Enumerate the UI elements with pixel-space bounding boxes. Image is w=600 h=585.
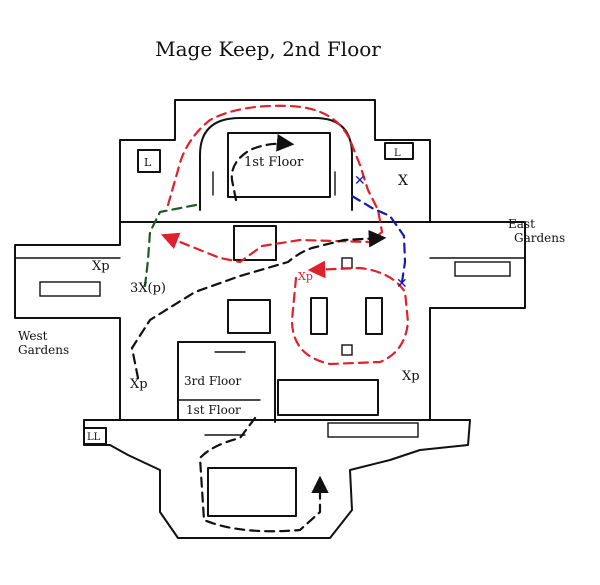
label-lift-bottom-left: LL (87, 432, 101, 443)
label-xp-right: Xp (402, 369, 420, 384)
map-title: Mage Keep, 2nd Floor (155, 37, 381, 61)
west-bench (39, 281, 101, 297)
label-xp-center: Xp (298, 270, 313, 283)
label-first-floor-bottom: 1st Floor (186, 403, 241, 417)
red-route (160, 104, 384, 264)
stair-room-3rd-1st (177, 341, 276, 423)
top-arch (199, 117, 353, 211)
label-blue-x-right: ✕ (396, 276, 408, 292)
label-xp-three: 3X(p) (130, 281, 166, 296)
lift-top-right-box (384, 142, 414, 160)
bottom-right-bench (327, 422, 419, 438)
label-lift-top-right: L (394, 148, 401, 159)
central-room (227, 299, 271, 334)
label-first-floor-top: 1st Floor (244, 155, 304, 170)
hatched-block-bottom (277, 379, 379, 416)
east-bench (454, 261, 511, 277)
label-blue-x-top: ✕ (354, 173, 366, 189)
lift-bottom-left-box (83, 427, 107, 445)
keep-outline (14, 99, 526, 539)
black-route-left (130, 229, 387, 380)
label-east-gardens-2: Gardens (514, 231, 565, 245)
green-route (143, 203, 198, 288)
label-east-gardens-1: East (508, 217, 535, 231)
pillar-right (365, 297, 383, 335)
label-west-gardens-2: Gardens (18, 343, 69, 357)
label-third-floor: 3rd Floor (184, 374, 241, 388)
small-block-top (341, 257, 353, 269)
label-xp-bottom-left: Xp (130, 377, 148, 392)
first-floor-shaft-top (227, 132, 331, 198)
small-block-bottom (341, 344, 353, 356)
label-xp-left: Xp (92, 259, 110, 274)
label-west-gardens-1: West (18, 329, 48, 343)
label-lift-top-left: L (144, 156, 152, 169)
blue-route (350, 194, 407, 284)
bottom-courtyard (207, 467, 297, 517)
hatched-block-top (233, 225, 277, 261)
black-route-top (230, 134, 295, 202)
lift-top-left-box (137, 149, 161, 173)
red-loop (290, 260, 410, 366)
label-x-marker: X (398, 173, 408, 189)
black-route-bottom (198, 416, 329, 533)
pillar-left (310, 297, 328, 335)
